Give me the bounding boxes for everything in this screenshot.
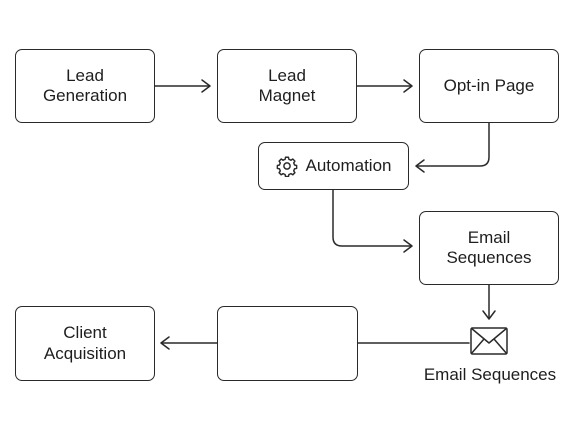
node-label: Lead Generation: [42, 65, 128, 105]
node-lead-magnet: Lead Magnet: [217, 49, 357, 123]
envelope-icon: [470, 327, 508, 355]
node-blank: [217, 306, 358, 381]
node-automation: Automation: [258, 142, 409, 190]
node-client-acquisition: Client Acquisition: [15, 306, 155, 381]
node-lead-generation: Lead Generation: [15, 49, 155, 123]
gear-icon: [276, 156, 297, 177]
arrow-optin-to-automation: [416, 122, 490, 167]
node-email-sequences: Email Sequences: [419, 211, 559, 285]
node-label: Lead Magnet: [258, 65, 316, 105]
node-label: Automation: [305, 155, 392, 175]
node-opt-in-page: Opt-in Page: [419, 49, 559, 123]
email-icon-caption: Email Sequences: [423, 365, 557, 384]
arrowhead-optin-to-automation: [415, 159, 425, 173]
arrowhead-automation-to-email: [403, 239, 413, 253]
arrowhead-email-to-envelope: [482, 310, 496, 320]
arrowhead-leadgen-to-magnet: [201, 79, 211, 93]
node-label: Opt-in Page: [443, 75, 535, 95]
arrowhead-blank-to-client: [160, 336, 170, 350]
arrowhead-magnet-to-optin: [403, 79, 413, 93]
arrow-automation-to-email: [332, 189, 412, 247]
node-label: Email Sequences: [446, 227, 532, 267]
node-label: Client Acquisition: [43, 323, 127, 363]
